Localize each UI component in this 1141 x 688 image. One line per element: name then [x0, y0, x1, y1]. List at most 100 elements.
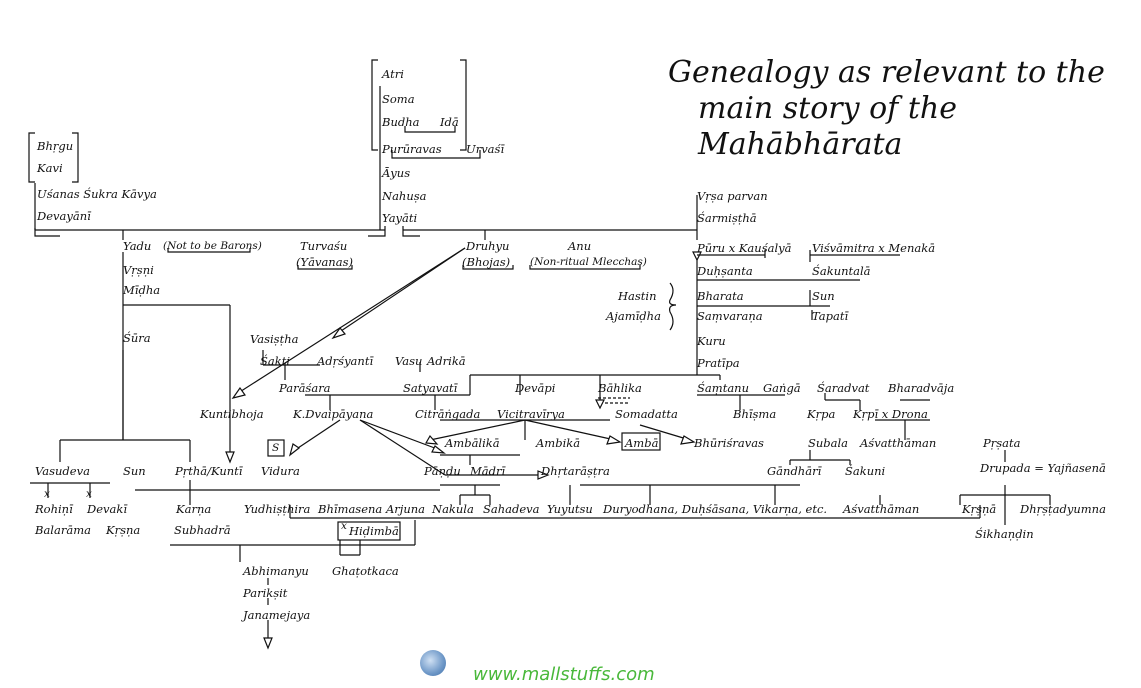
- node-parasara: Parāśara: [279, 381, 331, 395]
- node-kdvaipayana: K.Dvaipāyana: [293, 407, 374, 421]
- title-line-1: Genealogy as relevant to the: [668, 55, 1105, 90]
- node-sahadeva: Sahadeva: [483, 502, 540, 516]
- node-satyavati: Satyavatī: [403, 381, 458, 395]
- node-vasistha: Vasiṣṭha: [250, 332, 299, 346]
- node-bharadvaja: Bharadvāja: [888, 381, 955, 395]
- node-atri: Atri: [382, 67, 404, 81]
- node-pariksit: Parikṣit: [243, 586, 288, 600]
- title-line-2: main story of the Mahābhārata: [698, 91, 957, 162]
- node-subhadra: Subhadrā: [174, 523, 231, 537]
- node-tapati: Tapatī: [812, 309, 849, 323]
- node-prsata: Pṛṣata: [983, 436, 1021, 450]
- node-janamejaya: Janamejaya: [243, 608, 311, 622]
- note-barons: (Not to be Barons): [163, 240, 262, 252]
- node-yudhisthira: Yudhiṣṭhira: [244, 502, 311, 516]
- node-ida: Idā: [440, 115, 459, 129]
- node-vasu: Vasu: [395, 354, 423, 368]
- node-karna: Karṇa: [176, 502, 212, 516]
- node-adrsyanti: Adṛśyantī: [317, 354, 374, 368]
- note-barons-text: Not to be Barons: [167, 240, 258, 252]
- node-vrsaparvan: Vṛṣa parvan: [697, 189, 768, 203]
- node-rohini: Rohiṇī: [35, 502, 73, 516]
- node-nahusa: Nahuṣa: [382, 189, 427, 203]
- node-midha: Mīḍha: [123, 283, 161, 297]
- node-turvasu: Turvaśu: [300, 239, 348, 253]
- node-prtha: Pṛthā/Kuntī: [175, 464, 243, 478]
- node-vidura: Vidura: [261, 464, 300, 478]
- node-sura: Śūra: [123, 331, 151, 345]
- node-asvatthaman-1: Aśvatthāman: [860, 436, 937, 450]
- node-bharata: Bharata: [697, 289, 744, 303]
- node-bhurisravas: Bhūriśravas: [694, 436, 764, 450]
- node-abhimanyu: Abhimanyu: [243, 564, 309, 578]
- node-devapi: Devāpi: [515, 381, 556, 395]
- node-balarama: Balarāma: [35, 523, 91, 537]
- marriage-x-1: x: [44, 488, 50, 500]
- node-krsna-1: Kṛṣṇa: [106, 523, 141, 537]
- node-duryodhana: Duryodhana, Duḥśāsana, Vikarṇa, etc.: [603, 502, 828, 516]
- node-saradvat: Śaradvat: [817, 381, 870, 395]
- node-krpa: Kṛpa: [807, 407, 836, 421]
- node-bhimasena: Bhīmasena: [318, 502, 383, 516]
- node-bahlika: Bāhlika: [598, 381, 642, 395]
- node-pandu: Pāṇḍu: [424, 464, 461, 478]
- note-yavanas-text: Yāvanas: [300, 255, 349, 269]
- node-hastin: Hastin: [618, 289, 657, 303]
- node-visvamitra: Viśvāmitra x Menakā: [812, 241, 936, 255]
- note-mlecchas-text: Non-ritual Mlecchas: [534, 256, 643, 268]
- note-yavanas: (Yāvanas): [296, 255, 353, 269]
- node-gandhari: Gāndhārī: [767, 464, 822, 478]
- node-adrika: Adrikā: [427, 354, 466, 368]
- node-sakuni: Śakuni: [845, 464, 886, 478]
- node-yuyutsu: Yuyutsu: [547, 502, 593, 516]
- node-sakti: Śakti: [260, 354, 291, 368]
- node-amba: Ambā: [625, 436, 659, 450]
- node-drupada: Drupada = Yajñasenā: [980, 461, 1106, 475]
- node-dusanta: Duḥṣanta: [697, 264, 753, 278]
- node-vicitravirya: Vicitravīrya: [497, 407, 565, 421]
- node-vrsni: Vṛṣṇi: [123, 263, 154, 277]
- node-hidimba: Hiḍimbā: [349, 524, 399, 538]
- node-kuru: Kuru: [697, 334, 726, 348]
- node-sun-1: Sun: [812, 289, 835, 303]
- node-budha: Budha: [382, 115, 420, 129]
- node-subala: Subala: [808, 436, 849, 450]
- node-kuntibhoja: Kuntibhoja: [200, 407, 264, 421]
- node-dhrstadyumna: Dhṛṣṭadyumna: [1020, 502, 1106, 516]
- node-asvatthaman-2: Aśvatthāman: [843, 502, 920, 516]
- node-dhrtarastra: Dhṛtarāṣṭra: [541, 464, 610, 478]
- node-kavi: Kavi: [37, 161, 63, 175]
- note-bhojas-text: Bhojas: [466, 255, 506, 269]
- node-samvarana: Saṃvaraṇa: [697, 309, 763, 323]
- node-ambika: Ambikā: [536, 436, 581, 450]
- node-anu: Anu: [568, 239, 592, 253]
- node-krsna-2: Kṛṣṇā: [962, 502, 997, 516]
- node-yayati: Yayāti: [382, 211, 418, 225]
- note-bhojas: (Bhojas): [462, 255, 511, 269]
- node-ganga: Gaṅgā: [763, 381, 801, 395]
- node-bhrgu: Bhṛgu: [37, 139, 74, 153]
- node-ayus: Āyus: [382, 166, 411, 180]
- node-devayani: Devayānī: [37, 209, 91, 223]
- node-puru: Pūru x Kauśalyā: [697, 241, 792, 255]
- node-soma: Soma: [382, 92, 415, 106]
- node-madri: Mādrī: [470, 464, 506, 478]
- node-sakuntala: Śakuntalā: [812, 264, 871, 278]
- node-ambalika: Ambālikā: [445, 436, 500, 450]
- marriage-x-3: x: [341, 520, 347, 532]
- node-nakula: Nakula: [432, 502, 474, 516]
- node-druhyu: Druhyu: [466, 239, 510, 253]
- node-sikhandin: Śikhaṇḍin: [975, 527, 1034, 541]
- node-citrangada: Citrāṅgada: [415, 407, 481, 421]
- node-krpi-drona: Kṛpī x Droṇa: [853, 407, 928, 421]
- note-mlecchas: (Non-ritual Mlecchas): [530, 256, 647, 268]
- site-logo: [420, 650, 446, 676]
- node-usanas: Uśanas Śukra Kāvya: [37, 187, 157, 201]
- node-bhisma: Bhīṣma: [733, 407, 777, 421]
- node-yadu: Yadu: [123, 239, 152, 253]
- node-pururavas: Purūravas: [382, 142, 442, 156]
- node-sun-2: Sun: [123, 464, 146, 478]
- node-sarmistha: Śarmiṣṭhā: [697, 211, 757, 225]
